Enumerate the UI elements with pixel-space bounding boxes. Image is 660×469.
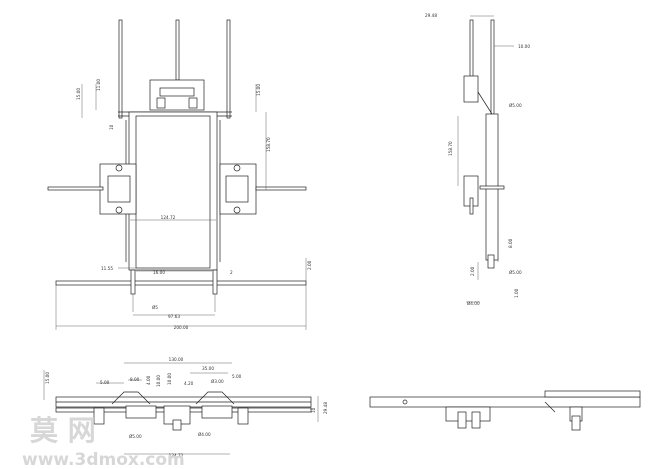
dim-front-2: 2 — [230, 270, 233, 275]
dim-top-phi5: Ø5.00 — [129, 434, 142, 439]
dim-front-15b: 15.00 — [256, 84, 261, 96]
dim-top-15: 15.00 — [45, 372, 50, 384]
dim-front-16: 16.00 — [153, 270, 165, 275]
dim-top-5b: 5.00 — [232, 374, 242, 379]
dim-top-4b: 4.20 — [184, 381, 194, 386]
dim-top-124: 124.72 — [169, 453, 184, 458]
dim-side-8: 8.00 — [508, 238, 513, 248]
dim-side-phi4: Ø4.00 — [467, 301, 480, 306]
dim-top-10b: 10.00 — [167, 373, 172, 385]
dim-top-5a: 5.00 — [100, 380, 110, 385]
dim-top-29: 29.48 — [323, 402, 328, 414]
dim-side-10: 10.00 — [518, 44, 530, 49]
dim-top-4a: 4.00 — [146, 375, 151, 385]
dim-side-158: 158.70 — [448, 141, 453, 156]
dim-front-124: 124.72 — [161, 215, 176, 220]
dim-front-200: 200.00 — [174, 325, 189, 330]
dim-front-10: 10 — [109, 124, 114, 130]
dim-top-10c: 10 — [311, 407, 316, 413]
dim-front-2-00: 2.00 — [307, 260, 312, 270]
dim-top-10a: 10.00 — [156, 375, 161, 387]
dim-front-11: 11.00 — [96, 79, 101, 91]
dim-front-11-55: 11.55 — [101, 266, 113, 271]
dim-side-phi5a: Ø5.00 — [509, 103, 522, 108]
dim-top-8: 8.00 — [130, 377, 140, 382]
dim-side-29: 29.48 — [425, 13, 437, 18]
front-view: 15.00 11.00 10 15.00 158.70 124.72 11.55… — [47, 19, 312, 330]
dim-front-158: 158.70 — [266, 137, 271, 152]
watermark-url: www.3dmox.com — [22, 450, 185, 469]
dim-side-1: 1.00 — [514, 288, 519, 298]
dim-side-phi5b: Ø5.00 — [509, 270, 522, 275]
dim-top-35: 35.00 — [202, 366, 214, 371]
dim-side-2: 2.00 — [470, 266, 475, 276]
dim-front-97: 97.63 — [168, 314, 180, 319]
dim-top-phi4: Ø4.00 — [198, 432, 211, 437]
side-view: 29.48 10.00 Ø5.00 158.70 8.00 2.00 Ø5.00… — [425, 13, 530, 306]
dim-front-phi5: Ø5 — [152, 305, 158, 310]
dim-front-15a: 15.00 — [76, 88, 81, 100]
dim-top-phi3: Ø3.00 — [211, 379, 224, 384]
watermark-logo: 莫 网 — [30, 414, 96, 447]
dim-top-130: 130.00 — [169, 357, 184, 362]
end-view — [369, 390, 641, 431]
top-view: 130.00 35.00 5.00 5.00 8.00 4.00 10.00 1… — [43, 357, 328, 458]
watermark: 莫 网 www.3dmox.com — [22, 414, 185, 469]
